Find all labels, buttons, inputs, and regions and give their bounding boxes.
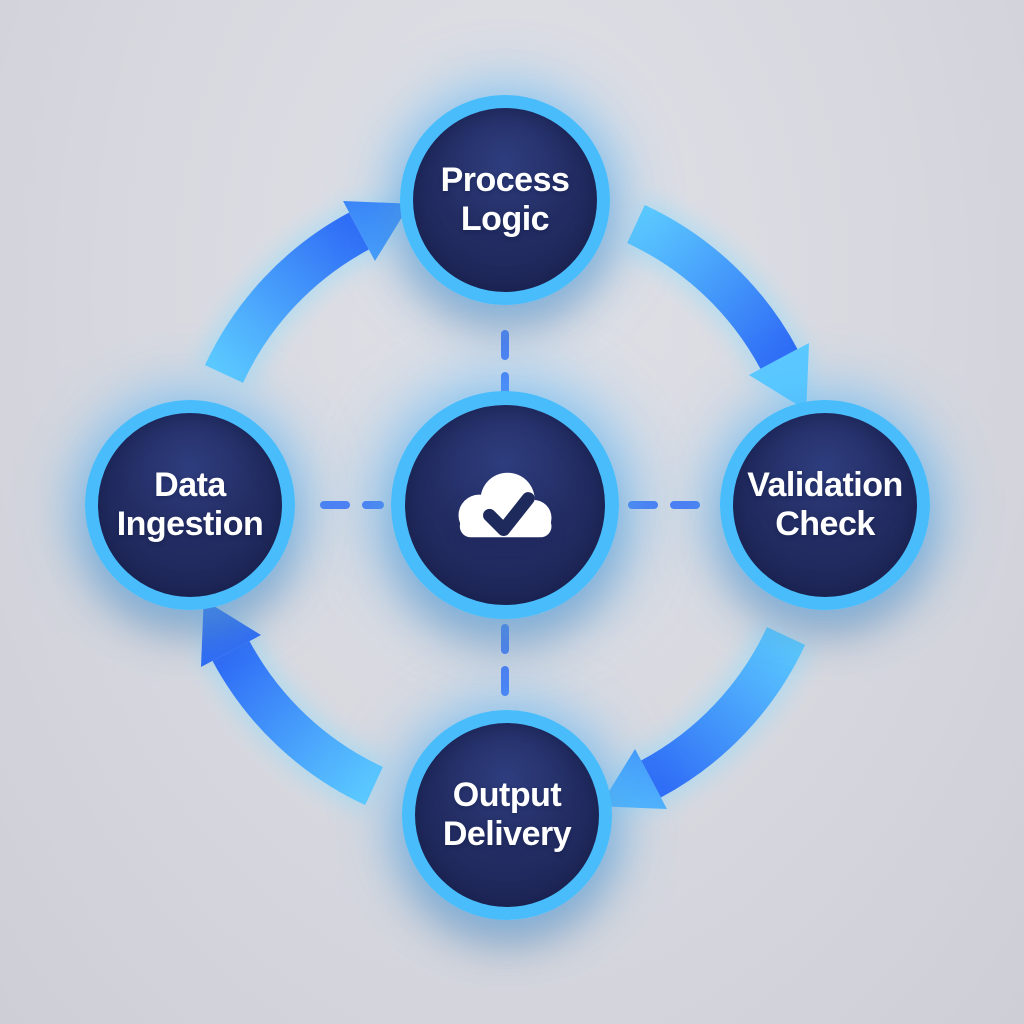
node-center-hub xyxy=(391,391,619,619)
arrow-output-to-ingestion xyxy=(200,599,384,806)
dashed-connectors xyxy=(320,330,702,708)
node-process-logic: Process Logic xyxy=(400,95,610,305)
arrow-validation-to-output xyxy=(599,626,806,810)
node-validation-check: Validation Check xyxy=(720,400,930,610)
node-data-ingestion: Data Ingestion xyxy=(85,400,295,610)
node-output-delivery: Output Delivery xyxy=(402,710,612,920)
node-label-validation-check: Validation Check xyxy=(747,465,903,543)
cloud-check-icon xyxy=(458,472,552,538)
arrow-ingestion-to-process xyxy=(204,200,411,384)
node-label-process-logic: Process Logic xyxy=(440,160,570,238)
arrow-process-to-validation xyxy=(626,204,810,411)
node-label-data-ingestion: Data Ingestion xyxy=(116,465,264,543)
node-label-output-delivery: Output Delivery xyxy=(442,775,572,853)
